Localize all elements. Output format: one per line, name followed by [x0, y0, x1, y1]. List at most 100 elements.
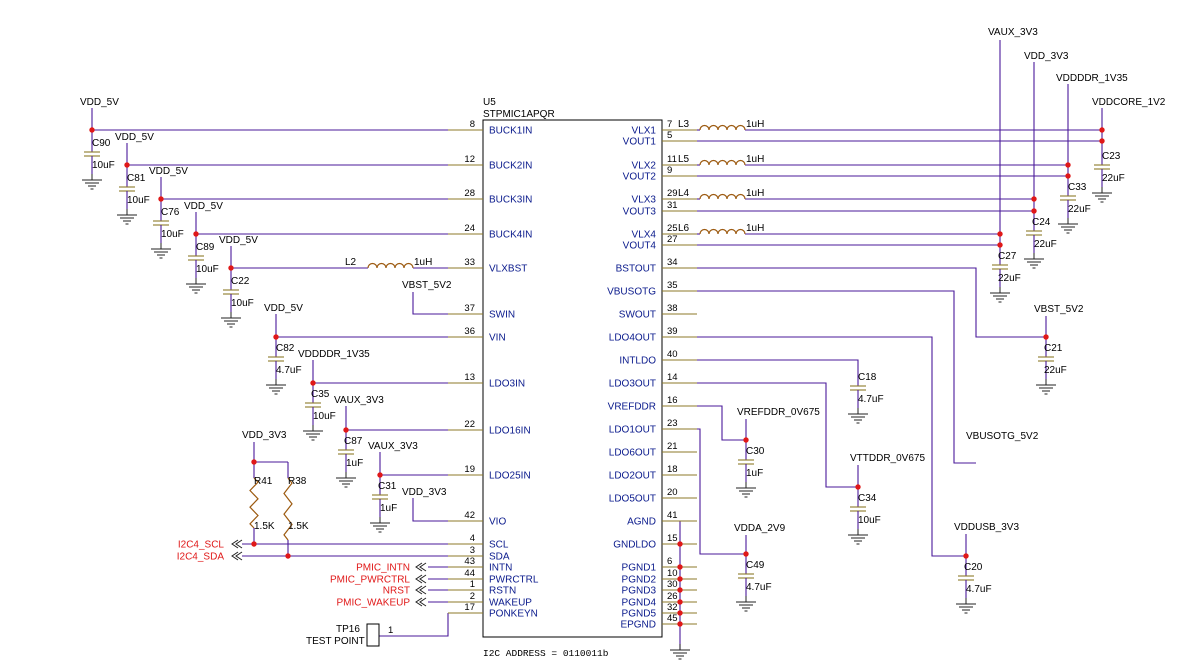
inductor-value: 1uH: [746, 119, 764, 130]
capacitor-c35: [305, 383, 321, 425]
signal-name: PMIC_WAKEUP: [336, 598, 410, 609]
net-label: VDD_5V: [149, 166, 188, 177]
junction-dot: [89, 127, 95, 133]
net-label: VDD_5V: [219, 235, 258, 246]
capacitor-ref: C33: [1068, 182, 1087, 193]
pin-number: 20: [667, 487, 678, 498]
pin-number: 45: [667, 613, 678, 624]
signal-name: PMIC_INTN: [356, 563, 410, 574]
capacitor-value: 22uF: [1034, 239, 1057, 250]
pin-number: 24: [464, 223, 475, 234]
components: [82, 119, 1112, 660]
wire: [745, 233, 1001, 245]
capacitor-value: 10uF: [196, 264, 219, 275]
pin-name: VLX4: [632, 230, 657, 241]
capacitor-value: 10uF: [858, 515, 881, 526]
capacitor-ref: C21: [1044, 343, 1063, 354]
junction-dot: [285, 553, 291, 559]
wire: [745, 129, 1103, 141]
capacitor-ref: C35: [311, 389, 330, 400]
pin-number: 25: [667, 223, 678, 234]
capacitor-c90: [84, 130, 100, 174]
wire: [697, 382, 858, 488]
net-label: VAUX_3V3: [334, 395, 384, 406]
ground-symbol: [370, 517, 390, 533]
net-label: VDD_5V: [115, 132, 154, 143]
ground-symbol: [736, 482, 756, 498]
ground-symbol: [848, 408, 868, 424]
resistor-value: 1.5K: [288, 521, 309, 532]
pin-name: VIO: [489, 517, 506, 528]
wire: [697, 290, 976, 464]
capacitor-ref: C23: [1102, 151, 1121, 162]
signal-port: [231, 539, 243, 549]
capacitor-ref: C90: [92, 138, 111, 149]
wire: [697, 405, 746, 441]
net-label: VBUSOTG_5V2: [966, 431, 1039, 442]
ground-symbol: [848, 529, 868, 545]
test-point-pin: 1: [388, 625, 393, 636]
capacitor-c30: [738, 440, 754, 482]
pin-name: VOUT2: [623, 172, 657, 183]
pin-name: PGND3: [622, 586, 657, 597]
pin-name: LDO25IN: [489, 471, 531, 482]
pin-name: LDO2OUT: [609, 471, 656, 482]
wire: [412, 292, 448, 315]
pin-name: AGND: [627, 517, 656, 528]
inductor-ref: L3: [678, 119, 690, 130]
ground-symbol: [1058, 218, 1078, 234]
pin-number: 12: [464, 154, 475, 165]
junction-dot: [193, 231, 199, 237]
pin-name: VOUT4: [623, 241, 657, 252]
net-label: VDD_5V: [184, 201, 223, 212]
capacitor-ref: C24: [1032, 217, 1051, 228]
capacitor-c33: [1060, 176, 1076, 218]
ground-symbol: [336, 472, 356, 488]
ground-symbol: [117, 209, 137, 225]
signal-name: NRST: [383, 586, 410, 597]
capacitor-c18: [850, 368, 866, 408]
capacitor-value: 10uF: [313, 411, 336, 422]
ground-symbol: [1024, 253, 1044, 269]
ground-symbol: [670, 644, 690, 660]
pin-name: PGND1: [622, 563, 657, 574]
ground-symbol: [1036, 379, 1056, 395]
junction-dot: [1099, 127, 1105, 133]
pin-name: WAKEUP: [489, 598, 532, 609]
capacitor-c31: [372, 475, 388, 517]
capacitor-ref: C76: [161, 207, 180, 218]
wire: [745, 198, 1035, 211]
pin-name: LDO1OUT: [609, 425, 656, 436]
pin-number: 13: [464, 372, 475, 383]
net-label: VAUX_3V3: [988, 27, 1038, 38]
capacitor-ref: C30: [746, 446, 765, 457]
capacitor-ref: C89: [196, 242, 215, 253]
net-label: VDDUSB_3V3: [954, 522, 1019, 533]
pin-name: LDO16IN: [489, 426, 531, 437]
pin-name: SWIN: [489, 310, 515, 321]
signal-port: [415, 562, 427, 572]
pin-number: 8: [470, 119, 475, 130]
ground-symbol: [1092, 187, 1112, 203]
ground-symbol: [266, 379, 286, 395]
pin-number: 37: [464, 303, 475, 314]
wire: [745, 164, 1069, 176]
capacitor-ref: C87: [344, 436, 363, 447]
pin-name: BUCK1IN: [489, 126, 532, 137]
net-label: VDD_3V3: [242, 430, 287, 441]
junction-dot: [310, 380, 316, 386]
pin-number: 35: [667, 280, 678, 291]
pin-name: RSTN: [489, 586, 516, 597]
pin-name: BUCK4IN: [489, 230, 532, 241]
junctions: [89, 127, 1105, 627]
capacitor-ref: C27: [998, 251, 1017, 262]
junction-dot: [158, 196, 164, 202]
test-point-label: TEST POINT: [306, 636, 365, 647]
capacitor-c82: [268, 337, 284, 379]
pin-name: SWOUT: [619, 310, 656, 321]
junction-dot: [1043, 334, 1049, 340]
signal-port: [415, 574, 427, 584]
signal-name: I2C4_SDA: [177, 552, 225, 563]
junction-dot: [677, 576, 683, 582]
capacitor-c24: [1026, 211, 1042, 253]
